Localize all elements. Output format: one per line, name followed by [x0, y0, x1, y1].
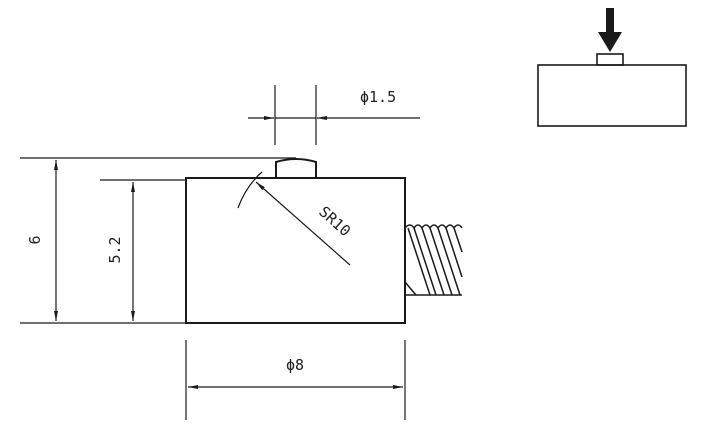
- sensor-body: [185, 177, 406, 324]
- side-view-body: [537, 64, 687, 127]
- load-button: [275, 158, 317, 178]
- cable-spring: [404, 224, 463, 296]
- down-arrow-icon: [598, 8, 622, 52]
- label-sphere-radius: SR10: [315, 203, 354, 241]
- label-body-height: 5.2: [106, 236, 124, 263]
- side-view-button: [596, 53, 624, 66]
- label-body-diameter: ϕ8: [286, 356, 304, 374]
- label-total-height: 6: [26, 235, 44, 244]
- label-button-diameter: ϕ1.5: [360, 88, 396, 106]
